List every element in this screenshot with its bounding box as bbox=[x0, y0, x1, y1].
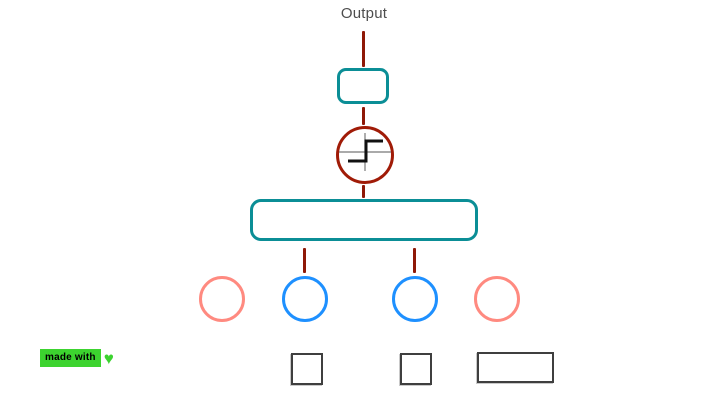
output-box bbox=[337, 68, 389, 104]
sum-box bbox=[250, 199, 478, 241]
bias-node-right bbox=[474, 276, 520, 322]
step-function-icon bbox=[339, 133, 391, 171]
weight-box-wide bbox=[477, 352, 554, 383]
edge-output bbox=[362, 31, 365, 67]
heart-icon: ♥ bbox=[103, 348, 114, 368]
input-node-2 bbox=[392, 276, 438, 322]
activation-node bbox=[336, 126, 394, 184]
weight-box-2 bbox=[400, 353, 432, 385]
made-with-badge[interactable]: made with ♥ bbox=[40, 349, 114, 367]
edge-sum-input2 bbox=[413, 248, 416, 273]
edge-box-activation bbox=[362, 107, 365, 125]
weight-box-1 bbox=[291, 353, 323, 385]
made-with-label: made with bbox=[40, 349, 101, 367]
edge-activation-sum bbox=[362, 185, 365, 198]
output-label: Output bbox=[340, 5, 388, 22]
input-node-1 bbox=[282, 276, 328, 322]
edge-sum-input1 bbox=[303, 248, 306, 273]
bias-node-left bbox=[199, 276, 245, 322]
